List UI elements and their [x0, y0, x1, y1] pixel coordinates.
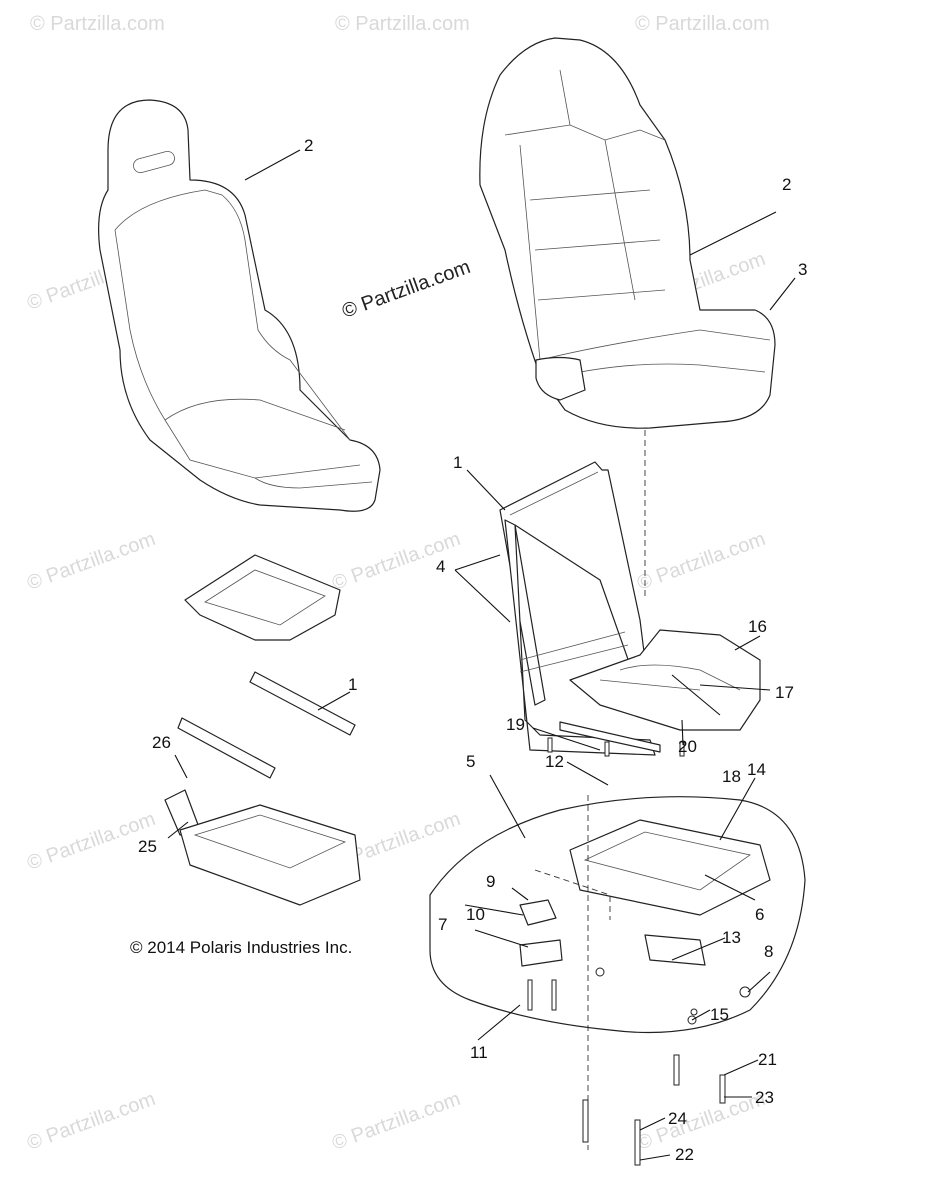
- callout-1: 1: [453, 453, 462, 472]
- callout-15: 15: [710, 1005, 729, 1024]
- callout-1: 1: [348, 675, 357, 694]
- partzilla-brand-watermark: © Partzilla.com: [339, 256, 473, 323]
- callout-18: 18: [722, 767, 741, 786]
- callout-7: 7: [438, 915, 447, 934]
- watermark: © Partzilla.com: [24, 1088, 158, 1155]
- right-seat: [479, 37, 776, 429]
- watermark: © Partzilla.com: [335, 13, 470, 35]
- callout-22: 22: [675, 1145, 694, 1164]
- callout-21: 21: [758, 1050, 777, 1069]
- watermark: © Partzilla.com: [635, 13, 770, 35]
- callout-12: 12: [545, 752, 564, 771]
- callout-26: 26: [152, 733, 171, 752]
- callout-3: 3: [798, 260, 807, 279]
- callouts: 2 2 3 1 4 16 1 17 19 26 5 12 18 20 14 25…: [130, 136, 807, 1164]
- callout-16: 16: [748, 617, 767, 636]
- callout-5: 5: [466, 752, 475, 771]
- callout-8: 8: [764, 942, 773, 961]
- watermark: © Partzilla.com: [329, 1088, 463, 1155]
- watermark: © Partzilla.com: [24, 528, 158, 595]
- callout-6: 6: [755, 905, 764, 924]
- callout-9: 9: [486, 872, 495, 891]
- watermark: © Partzilla.com: [634, 1088, 768, 1155]
- leader-lines: [167, 149, 796, 1161]
- callout-2: 2: [782, 175, 791, 194]
- callout-10: 10: [466, 905, 485, 924]
- callout-20: 20: [678, 737, 697, 756]
- callout-24: 24: [668, 1109, 687, 1128]
- callout-17: 17: [775, 683, 794, 702]
- callout-4: 4: [436, 557, 445, 576]
- alignment-lines: [534, 430, 646, 1150]
- callout-2: 2: [304, 136, 313, 155]
- callout-23: 23: [755, 1088, 774, 1107]
- callout-13: 13: [722, 928, 741, 947]
- callout-25: 25: [138, 837, 157, 856]
- base-parts-bubble: [429, 796, 806, 1034]
- watermark: © Partzilla.com: [634, 528, 768, 595]
- left-seat: [98, 99, 381, 512]
- seat-frame: [499, 461, 661, 756]
- watermark: © Partzilla.com: [30, 13, 165, 35]
- left-exploded-parts: [164, 554, 361, 906]
- callout-19: 19: [506, 715, 525, 734]
- copyright-notice: © 2014 Polaris Industries Inc.: [130, 938, 352, 957]
- loose-hardware: [547, 737, 726, 1166]
- callout-14: 14: [747, 760, 766, 779]
- callout-11: 11: [470, 1043, 488, 1062]
- slider-plate: [569, 629, 761, 731]
